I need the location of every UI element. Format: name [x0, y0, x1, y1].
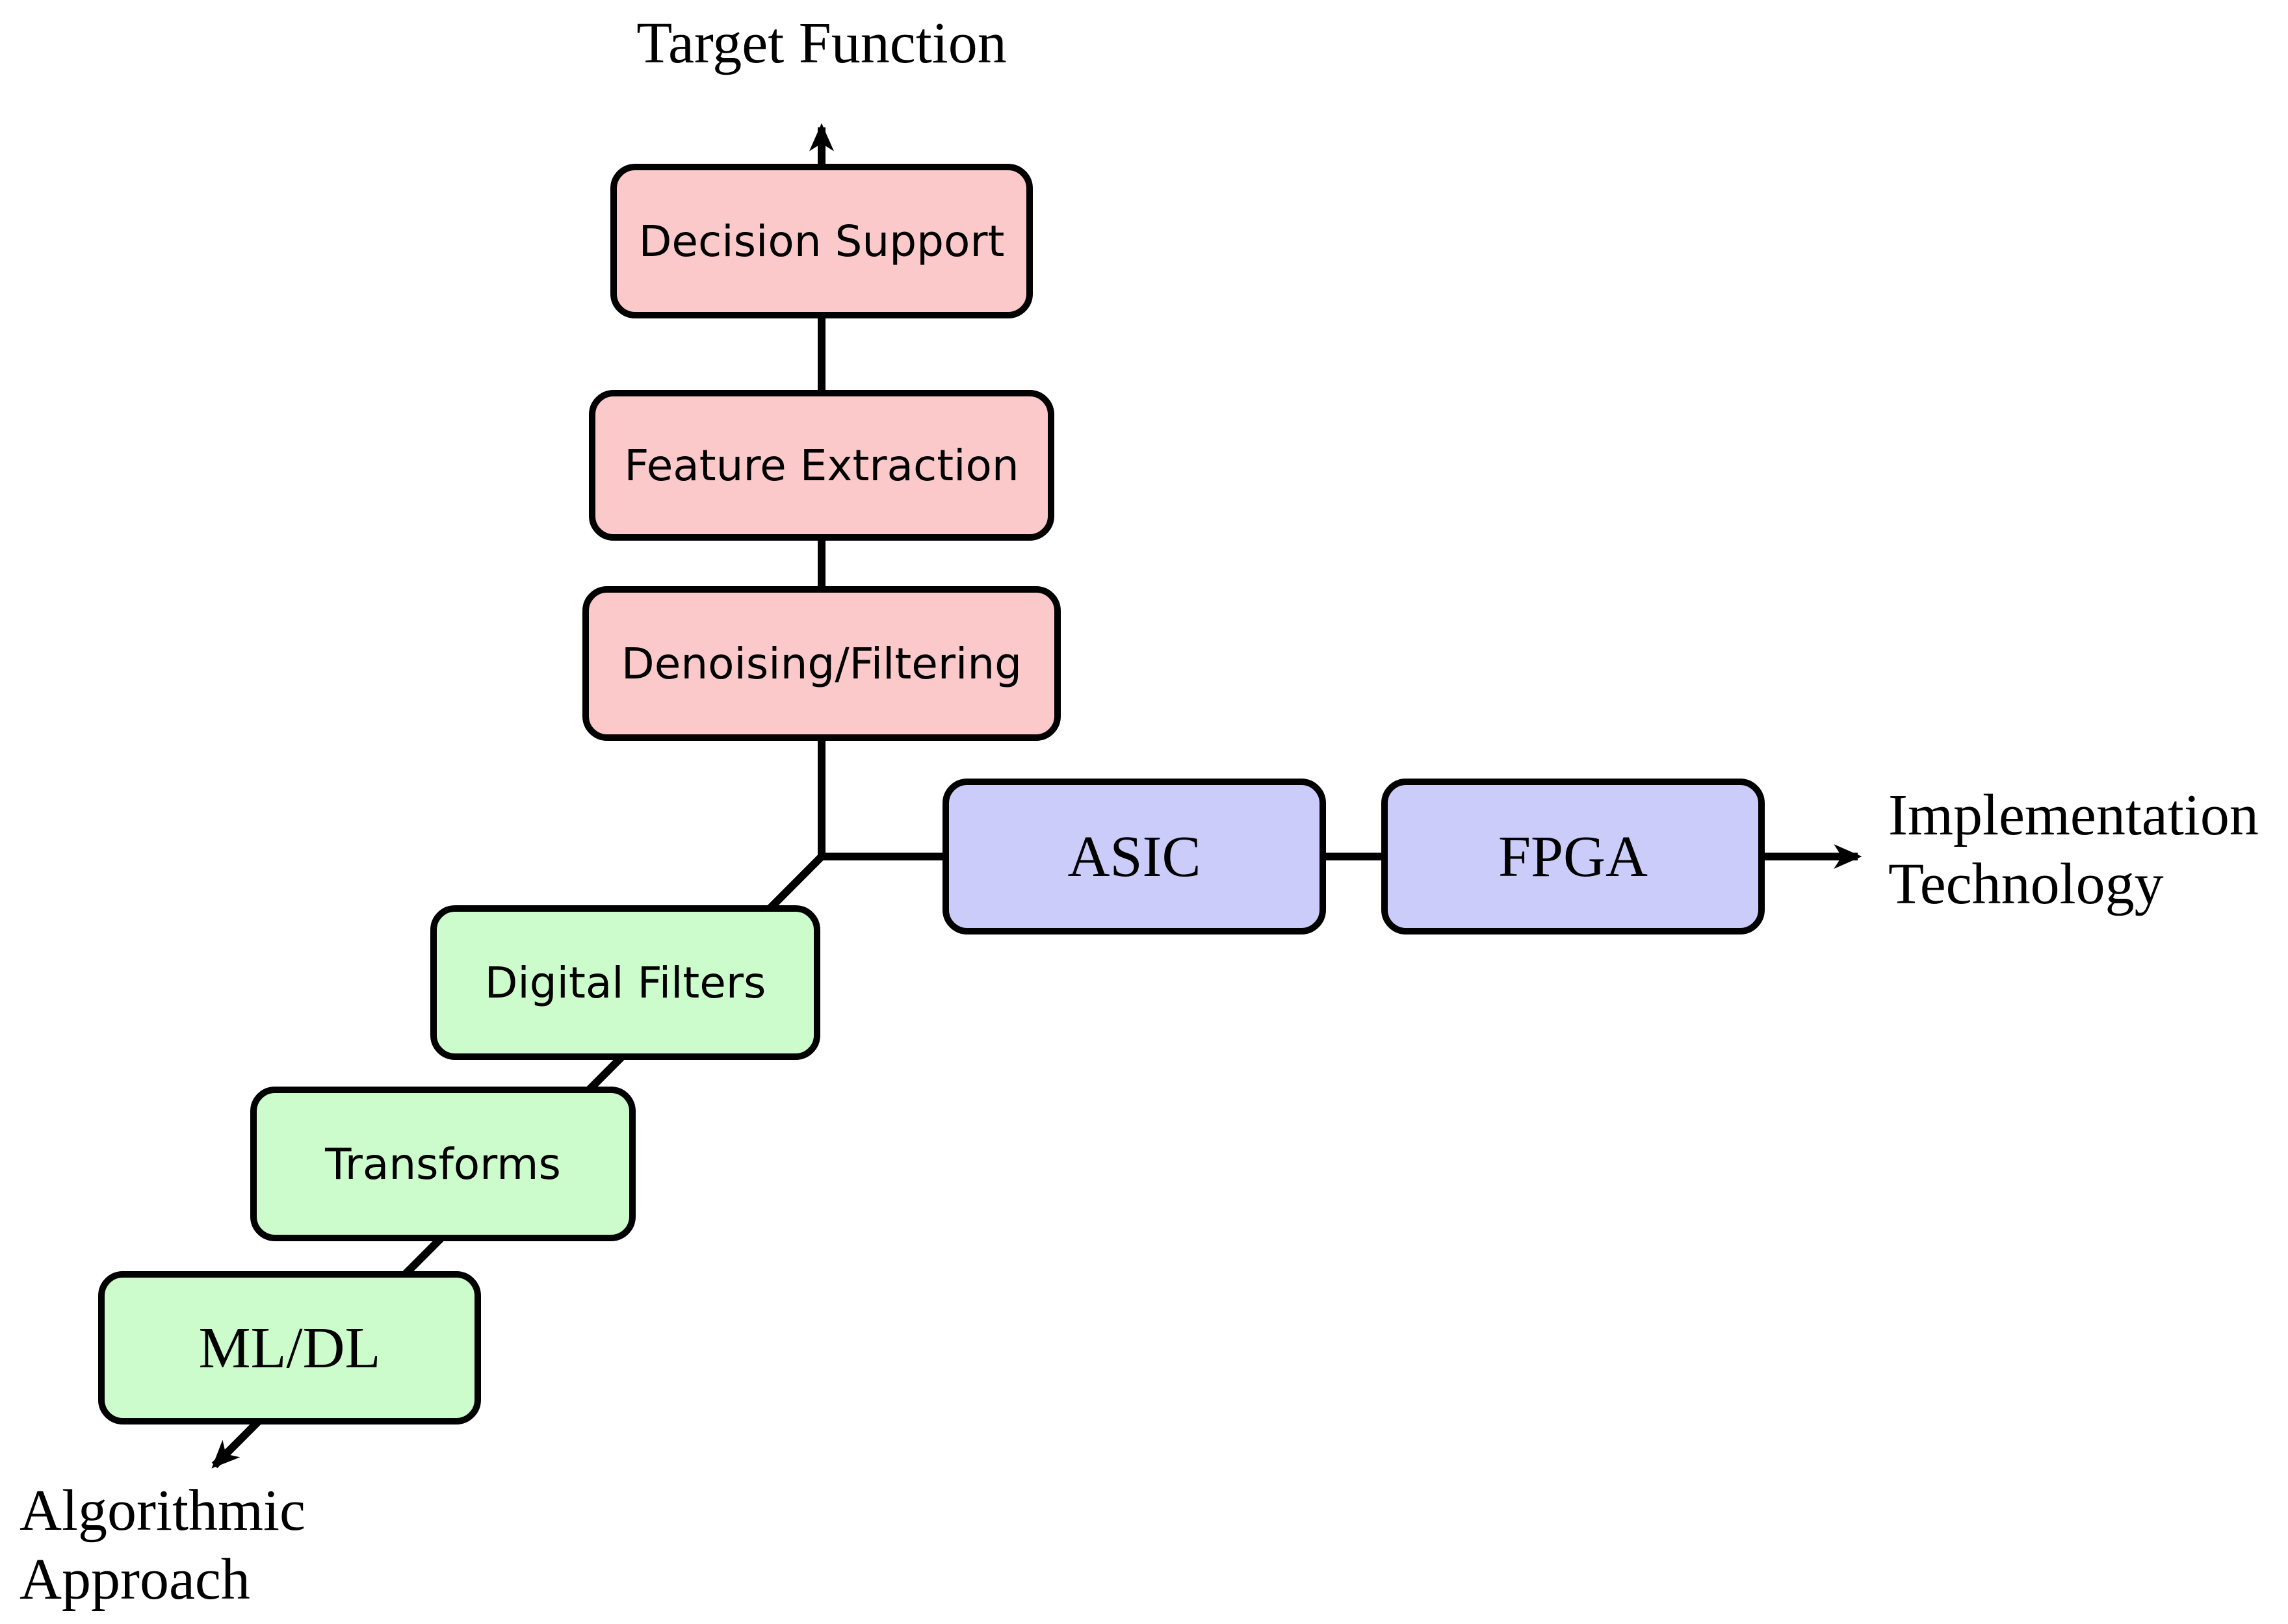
algorithmic-axis-label-line1: Algorithmic — [20, 1478, 306, 1543]
implementation-axis-label: Implementation Technology — [1888, 781, 2259, 919]
box-feature-extraction: Feature Extraction — [589, 390, 1054, 541]
box-decision-support: Decision Support — [610, 164, 1033, 318]
box-asic: ASIC — [942, 779, 1326, 934]
implementation-axis-label-line1: Implementation — [1888, 783, 2259, 847]
box-digital-filters-label: Digital Filters — [484, 957, 766, 1008]
box-ml-dl-label: ML/DL — [198, 1315, 381, 1380]
box-decision-support-label: Decision Support — [638, 216, 1005, 266]
algorithmic-axis-label-line2: Approach — [20, 1547, 250, 1612]
target-axis-label: Target Function — [588, 9, 1056, 78]
box-asic-label: ASIC — [1067, 824, 1201, 889]
implementation-axis-label-line2: Technology — [1888, 852, 2164, 916]
box-transforms-label: Transforms — [325, 1139, 561, 1189]
box-transforms: Transforms — [250, 1087, 636, 1241]
box-feature-extraction-label: Feature Extraction — [624, 440, 1019, 491]
box-ml-dl: ML/DL — [98, 1271, 481, 1424]
box-denoising-filtering-label: Denoising/Filtering — [621, 638, 1022, 689]
target-axis-label-text: Target Function — [636, 11, 1007, 75]
box-fpga-label: FPGA — [1498, 824, 1648, 889]
box-fpga: FPGA — [1381, 779, 1765, 934]
box-digital-filters: Digital Filters — [430, 905, 820, 1060]
box-denoising-filtering: Denoising/Filtering — [582, 586, 1061, 741]
algorithmic-axis-label: Algorithmic Approach — [20, 1476, 306, 1614]
